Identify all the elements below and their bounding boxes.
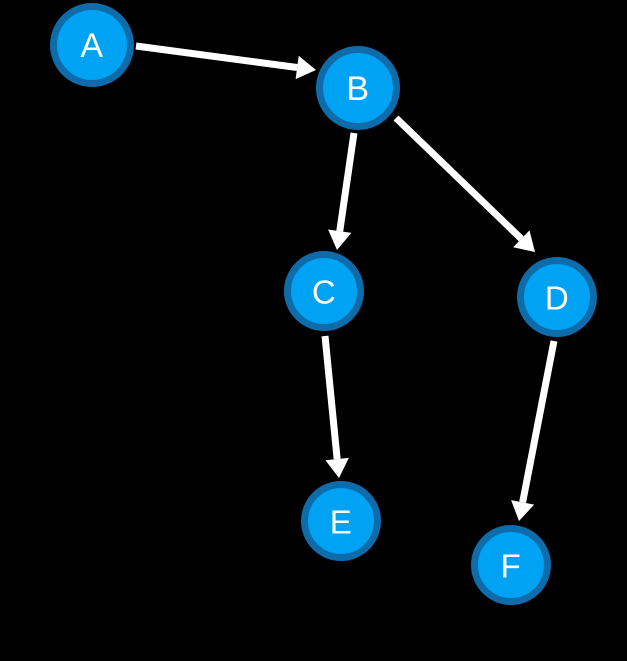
node-circle[interactable] <box>301 481 381 561</box>
edge-line <box>135 42 298 71</box>
edge-line <box>393 115 524 242</box>
arrowhead-icon <box>295 55 316 80</box>
edges-layer <box>135 42 558 521</box>
edge-line <box>321 335 341 460</box>
node-label: C <box>312 274 336 311</box>
edge-b-to-c <box>328 132 358 250</box>
node-c[interactable]: C <box>284 251 364 331</box>
node-label: F <box>501 548 522 585</box>
edge-a-to-b <box>135 42 316 80</box>
node-circle[interactable] <box>471 525 551 605</box>
node-label: B <box>346 70 369 108</box>
node-f[interactable]: F <box>471 525 551 605</box>
edge-b-to-d <box>393 115 535 252</box>
edge-d-to-f <box>511 340 558 521</box>
node-b[interactable]: B <box>316 46 400 130</box>
node-e[interactable]: E <box>301 481 381 561</box>
arrowhead-icon <box>325 457 349 478</box>
node-circle[interactable] <box>517 257 597 337</box>
node-circle[interactable] <box>50 3 134 87</box>
node-label: A <box>80 27 103 65</box>
arrowhead-icon <box>328 229 352 250</box>
edge-line <box>336 132 358 232</box>
edge-line <box>519 340 558 504</box>
node-d[interactable]: D <box>517 257 597 337</box>
node-label: E <box>330 504 353 541</box>
node-label: D <box>545 280 569 317</box>
arrowhead-icon <box>511 500 535 521</box>
node-circle[interactable] <box>316 46 400 130</box>
node-circle[interactable] <box>284 251 364 331</box>
edge-c-to-e <box>321 335 349 478</box>
arrowhead-icon <box>513 230 535 252</box>
node-a[interactable]: A <box>50 3 134 87</box>
nodes-layer: A B C D E F <box>50 3 597 605</box>
